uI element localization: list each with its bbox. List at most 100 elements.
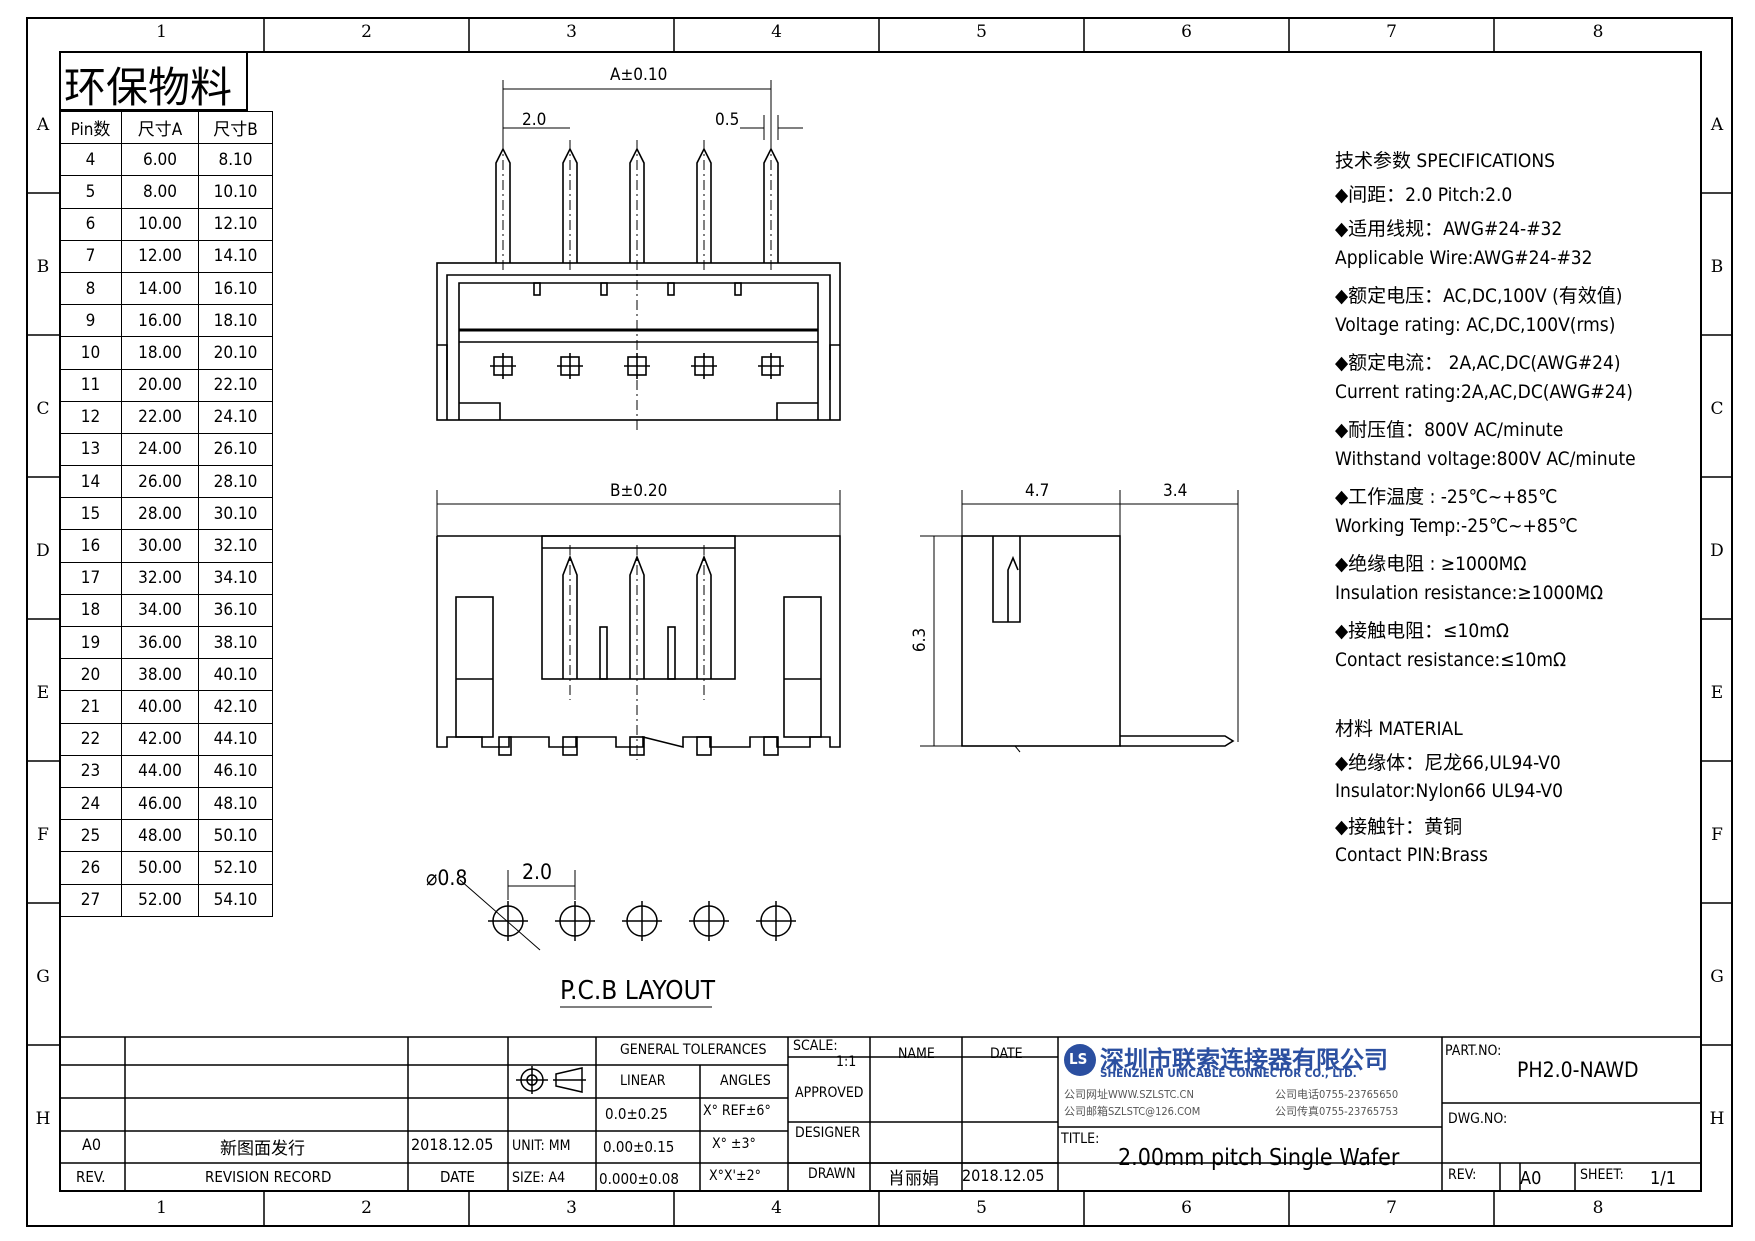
spec-line: Insulation resistance:≥1000MΩ (1335, 582, 1604, 604)
angles-label: ANGLES (720, 1073, 771, 1089)
company-tel: 公司电话0755-23765650 (1275, 1088, 1399, 1101)
table-cell: 46.10 (198, 754, 273, 788)
table-cell: 13 (59, 432, 122, 467)
table-cell: 5 (59, 175, 122, 209)
part-no: PH2.0-NAWD (1517, 1058, 1639, 1082)
dwg-no-label: DWG.NO: (1448, 1111, 1508, 1127)
table-cell: 54.10 (198, 883, 273, 917)
rev-head-record: REVISION RECORD (205, 1168, 332, 1186)
table-cell: 14.10 (198, 239, 273, 273)
linear-label: LINEAR (620, 1073, 666, 1089)
sheet-label: SHEET: (1580, 1167, 1624, 1183)
company-name-en: SHENZHEN UNICABLE CONNECTOR CO., LTD. (1100, 1066, 1357, 1080)
table-cell: 24.00 (121, 432, 199, 467)
general-tolerances: GENERAL TOLERANCES (620, 1042, 767, 1058)
company-fax: 公司传真0755-23765753 (1275, 1105, 1399, 1118)
row-label: G (36, 967, 50, 987)
table-cell: 26.10 (198, 432, 273, 467)
row-label: B (1710, 257, 1724, 277)
table-cell: 30.00 (121, 529, 199, 563)
table-header: 尺寸A (121, 110, 199, 145)
spec-line: Withstand voltage:800V AC/minute (1335, 448, 1636, 470)
col-label: 1 (156, 1198, 167, 1218)
sheet-value: 1/1 (1650, 1168, 1677, 1189)
material-line: Insulator:Nylon66 UL94-V0 (1335, 780, 1563, 802)
tol-angle-2: X° ±3° (712, 1136, 756, 1152)
table-cell: 38.10 (198, 625, 273, 660)
table-cell: 30.10 (198, 497, 273, 531)
table-cell: 44.00 (121, 754, 199, 788)
rev-label: REV: (1448, 1167, 1477, 1183)
rev-row-rev: A0 (82, 1135, 101, 1154)
table-cell: 16.10 (198, 271, 273, 306)
table-cell: 20 (59, 658, 122, 692)
table-cell: 27 (59, 883, 122, 917)
table-cell: 36.00 (121, 625, 199, 660)
dim-a: A±0.10 (610, 65, 668, 85)
dim-b: B±0.20 (610, 481, 668, 501)
row-label: B (36, 257, 50, 277)
spec-line: Contact resistance:≤10mΩ (1335, 649, 1567, 671)
table-cell: 36.10 (198, 593, 273, 628)
drawn-label: DRAWN (808, 1166, 856, 1182)
part-no-label: PART.NO: (1445, 1043, 1502, 1059)
table-cell: 24 (59, 786, 122, 821)
dim-height: 6.3 (910, 627, 931, 653)
table-cell: 32.10 (198, 529, 273, 563)
size-label: SIZE: A4 (512, 1170, 566, 1186)
rev-value: A0 (1520, 1168, 1542, 1189)
table-cell: 40.00 (121, 690, 199, 724)
tol-angle-3: X°X'±2° (709, 1168, 761, 1184)
col-label: 7 (1386, 1198, 1397, 1218)
dim-hole: ⌀0.8 (426, 866, 468, 890)
table-cell: 22.00 (121, 400, 199, 434)
row-label: H (1709, 1109, 1725, 1129)
row-label: A (36, 115, 50, 135)
spec-line: Current rating:2A,AC,DC(AWG#24) (1335, 381, 1633, 403)
col-label: 7 (1386, 22, 1397, 42)
table-cell: 11 (59, 368, 122, 402)
row-label: C (1710, 399, 1724, 419)
projection-symbol-icon (516, 1066, 586, 1094)
table-cell: 14 (59, 465, 122, 499)
table-cell: 18 (59, 593, 122, 628)
scale-value: 1:1 (836, 1054, 857, 1070)
row-label: D (36, 541, 50, 561)
pcb-layout-label: P.C.B LAYOUT (560, 976, 715, 1006)
dim-pin-width: 0.5 (715, 110, 740, 130)
rev-head-rev: REV. (76, 1168, 106, 1186)
table-cell: 14.00 (121, 271, 199, 306)
table-header: Pin数 (59, 110, 122, 145)
table-cell: 12.00 (121, 239, 199, 273)
spec-line: ◆适用线规：AWG#24-#32 (1335, 217, 1563, 240)
table-cell: 17 (59, 561, 122, 595)
eco-label: 环保物料 (64, 63, 233, 112)
table-cell: 42.00 (121, 722, 199, 756)
table-cell: 8 (59, 271, 122, 306)
col-label: 4 (771, 1198, 782, 1218)
spec-line: ◆绝缘电阻 : ≥1000MΩ (1335, 552, 1527, 575)
table-cell: 8.00 (121, 175, 199, 209)
table-cell: 20.00 (121, 368, 199, 402)
tol-linear-1: 0.0±0.25 (605, 1105, 668, 1123)
table-cell: 8.10 (198, 143, 273, 177)
spec-line: ◆接触电阻：≤10mΩ (1335, 619, 1509, 642)
table-cell: 25 (59, 819, 122, 853)
table-cell: 12 (59, 400, 122, 434)
side-view (920, 490, 1239, 753)
table-cell: 24.10 (198, 400, 273, 434)
table-cell: 48.00 (121, 819, 199, 853)
